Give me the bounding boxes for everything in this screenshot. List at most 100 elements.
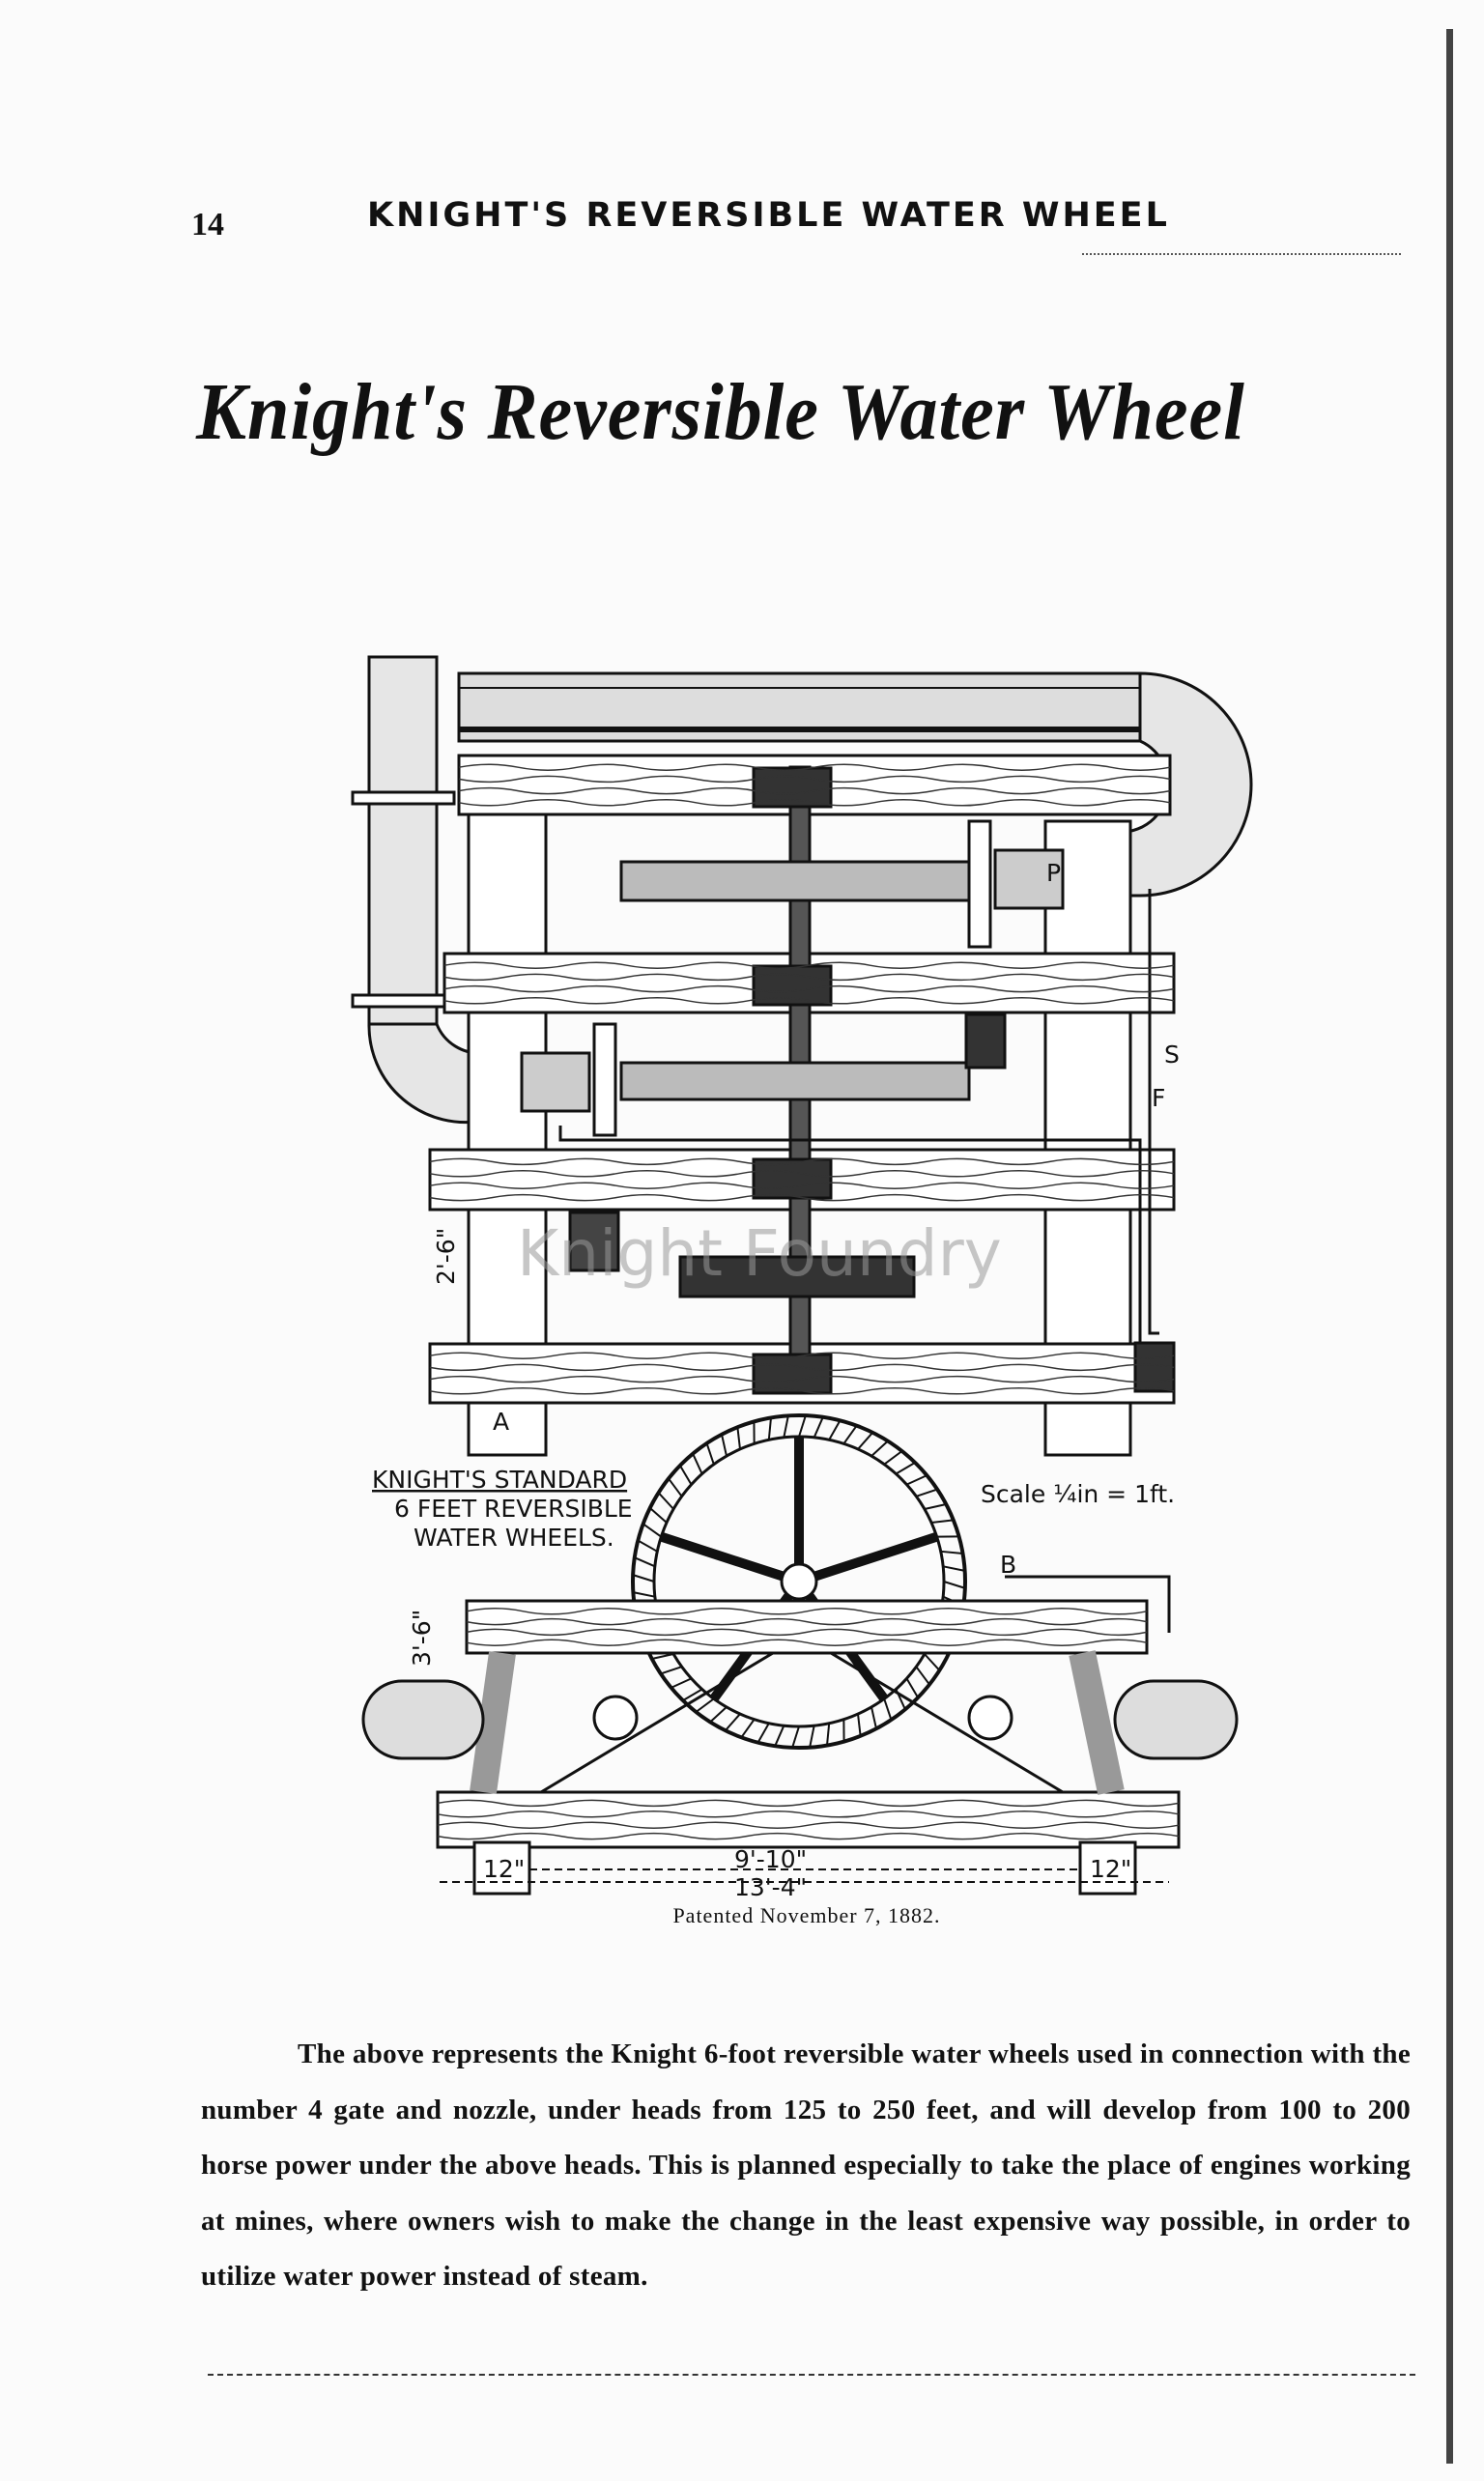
grain-line — [429, 1363, 1175, 1372]
wheel-bucket — [924, 1503, 947, 1510]
wood-grain — [429, 763, 1180, 1840]
body-paragraph: The above represents the Knight 6-foot r… — [201, 2039, 1411, 2292]
part-letter-a: A — [493, 1408, 509, 1436]
watermark: Knight Foundry — [517, 1216, 1002, 1291]
wheel-bucket — [942, 1565, 965, 1572]
wheel-bucket — [634, 1556, 656, 1568]
wheel-bucket — [809, 1725, 815, 1748]
wheel-bucket — [774, 1725, 785, 1747]
part-letter-b: B — [1000, 1551, 1016, 1579]
wheel-bucket — [767, 1417, 772, 1440]
grain-line — [429, 1170, 1175, 1178]
pulley — [678, 1255, 916, 1298]
wheel-bucket — [725, 1713, 741, 1731]
grain-line — [429, 1182, 1175, 1189]
wheel-bucket — [940, 1550, 963, 1554]
wheel-bucket — [906, 1474, 928, 1486]
wheel-bucket — [756, 1723, 770, 1744]
wheel-bucket — [842, 1425, 858, 1444]
wheel-bucket — [857, 1713, 862, 1736]
part-letter-p: P — [1046, 859, 1061, 887]
grain-line — [443, 973, 1175, 982]
left-pipe — [367, 655, 439, 1026]
dimension-inner-span: 9'-10" — [734, 1845, 807, 1873]
wheel-bucket — [649, 1507, 668, 1524]
left-nozzle — [361, 1679, 485, 1760]
grain-line — [466, 1617, 1148, 1626]
grain-line — [458, 786, 1171, 795]
dimension-timber-right: 12" — [1090, 1855, 1131, 1883]
grain-line — [443, 961, 1175, 969]
lower-beam-1 — [465, 1599, 1149, 1655]
water-wheel — [631, 1413, 967, 1750]
page-title: Knight's Reversible Water Wheel — [196, 367, 1245, 457]
wheel-bucket — [857, 1432, 873, 1450]
wheel-bucket — [695, 1697, 715, 1713]
figure-label-line3: WATER WHEELS. — [414, 1524, 614, 1552]
part-letter-f: F — [1152, 1084, 1165, 1112]
footer-rule — [208, 2374, 1415, 2376]
wheel-bucket — [930, 1519, 954, 1524]
wheel-bucket — [660, 1666, 682, 1675]
wheel-bucket — [828, 1419, 842, 1440]
grain-line — [429, 1387, 1175, 1395]
figure-label-line2: 6 FEET REVERSIBLE — [394, 1495, 633, 1523]
figure-label-line1: KNIGHT'S STANDARD — [372, 1466, 627, 1494]
wheel-bucket — [633, 1591, 656, 1598]
running-head: KNIGHT'S REVERSIBLE WATER WHEEL — [367, 196, 1170, 235]
grain-line — [429, 1352, 1175, 1359]
wheel-bucket — [642, 1523, 662, 1538]
dimension-timber-left: 12" — [483, 1855, 525, 1883]
lower-screw-shaft — [619, 1061, 971, 1101]
wheel-bucket — [870, 1706, 877, 1729]
left-foot — [472, 1840, 531, 1896]
wheel-bucket — [924, 1653, 941, 1671]
wheel-spoke — [659, 1531, 785, 1582]
dimension-height-lower: 3'-6" — [408, 1610, 436, 1667]
wheel-bucket — [915, 1666, 930, 1686]
grain-line — [429, 1157, 1175, 1166]
grain-line — [437, 1832, 1180, 1840]
grain-line — [466, 1639, 1148, 1646]
grain-line — [458, 775, 1171, 784]
dimension-height-upper: 2'-6" — [432, 1228, 460, 1285]
right-foot — [1078, 1840, 1137, 1896]
wheel-bucket — [740, 1719, 756, 1738]
grain-line — [437, 1811, 1180, 1818]
wheel-bucket — [632, 1574, 655, 1583]
grain-line — [443, 984, 1175, 993]
scan-edge — [1446, 29, 1453, 2464]
grain-line — [437, 1799, 1180, 1808]
wheel-bucket — [637, 1539, 658, 1553]
grain-line — [458, 763, 1171, 771]
wheel-bucket — [721, 1434, 728, 1457]
part-letter-s: S — [1164, 1041, 1180, 1069]
wheel-bucket — [905, 1677, 919, 1698]
wheel-spoke — [813, 1531, 939, 1582]
grain-line — [443, 997, 1175, 1005]
grain-line — [429, 1375, 1175, 1383]
wheel-bucket — [798, 1414, 807, 1438]
left-pipe-elbow — [367, 1022, 485, 1125]
wheel-bucket — [791, 1725, 800, 1749]
wheel-bucket — [651, 1653, 674, 1660]
right-nozzle — [1113, 1679, 1239, 1760]
wheel-bucket — [671, 1677, 692, 1689]
header-rule — [1082, 253, 1401, 255]
grain-line — [429, 1193, 1175, 1202]
figure-caption: Patented November 7, 1882. — [672, 1903, 941, 1927]
wheel-bucket — [813, 1416, 824, 1439]
upper-screw-shaft — [619, 860, 971, 902]
wheel-bucket — [943, 1581, 966, 1589]
grain-line — [466, 1628, 1148, 1637]
grain-line — [458, 799, 1171, 807]
wheel-bucket — [883, 1450, 903, 1466]
scale-label: Scale ¼in = 1ft. — [981, 1480, 1175, 1508]
lower-beam-2 — [436, 1790, 1181, 1849]
wheel-bucket — [679, 1465, 693, 1486]
wheel-bucket — [783, 1415, 789, 1439]
wheel-bucket — [657, 1492, 674, 1510]
grain-line — [437, 1821, 1180, 1829]
wheel-bucket — [705, 1442, 715, 1465]
